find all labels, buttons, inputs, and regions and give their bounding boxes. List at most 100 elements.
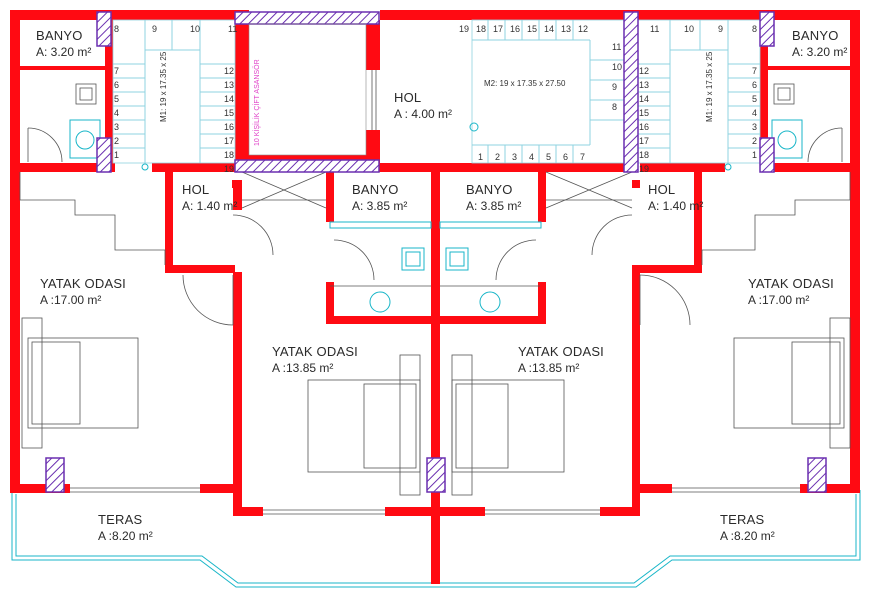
doors — [27, 127, 843, 326]
step-number-right-top: 10 — [684, 24, 694, 34]
room-name-yatak-left: YATAK ODASI — [40, 276, 126, 291]
step-number-right-left: 13 — [639, 80, 649, 90]
room-area-yatak-left: A :17.00 m² — [40, 293, 101, 307]
step-number-left-top: 9 — [152, 24, 157, 34]
step-number-mid-bottom: 7 — [580, 152, 585, 162]
step-number-right-side: 4 — [752, 108, 757, 118]
step-number-left-right: 19 — [224, 164, 234, 174]
step-number-left-right: 12 — [224, 66, 234, 76]
room-name-yatak-mid-left: YATAK ODASI — [272, 344, 358, 359]
step-number-right-side: 5 — [752, 94, 757, 104]
step-number-mid-top: 12 — [578, 24, 588, 34]
room-area-banyo-mid-left: A: 3.85 m² — [352, 199, 407, 213]
step-number-right-left: 17 — [639, 136, 649, 146]
step-number-left-right: 18 — [224, 150, 234, 160]
room-area-hol-left: A: 1.40 m² — [182, 199, 237, 213]
room-name-banyo-left: BANYO — [36, 28, 83, 43]
step-number-mid-bottom: 4 — [529, 152, 534, 162]
room-area-yatak-mid-left: A :13.85 m² — [272, 361, 333, 375]
room-area-banyo-mid-right: A: 3.85 m² — [466, 199, 521, 213]
room-area-yatak-right: A :17.00 m² — [748, 293, 809, 307]
step-number-right-side: 6 — [752, 80, 757, 90]
beds — [21, 317, 851, 496]
step-number-right-side: 2 — [752, 136, 757, 146]
step-number-mid-bottom: 6 — [563, 152, 568, 162]
stair-label-m2: M2: 19 x 17.35 x 27.50 — [484, 79, 566, 88]
columns — [45, 11, 827, 493]
room-name-teras-right: TERAS — [720, 512, 764, 527]
room-area-teras-right: A :8.20 m² — [720, 529, 775, 543]
stairs-left — [112, 19, 236, 171]
step-number-right-left: 15 — [639, 108, 649, 118]
room-name-banyo-mid-left: BANYO — [352, 182, 399, 197]
step-number-mid-side: 11 — [612, 42, 621, 52]
walls — [10, 10, 860, 584]
room-name-yatak-mid-right: YATAK ODASI — [518, 344, 604, 359]
step-number-left-side: 1 — [114, 150, 119, 160]
step-number-mid-top: 19 — [459, 24, 469, 34]
step-number-right-side: 3 — [752, 122, 757, 132]
step-number-left-right: 15 — [224, 108, 234, 118]
step-number-left-top: 11 — [228, 24, 237, 34]
step-number-left-side: 4 — [114, 108, 119, 118]
step-number-left-right: 13 — [224, 80, 234, 90]
step-number-mid-top: 17 — [493, 24, 503, 34]
step-number-mid-top: 16 — [510, 24, 520, 34]
room-name-banyo-mid-right: BANYO — [466, 182, 513, 197]
step-number-right-top: 9 — [718, 24, 723, 34]
step-number-mid-bottom: 5 — [546, 152, 551, 162]
stairs-middle — [469, 19, 625, 164]
step-number-left-side: 3 — [114, 122, 119, 132]
step-number-right-left: 12 — [639, 66, 649, 76]
step-number-left-right: 17 — [224, 136, 234, 146]
room-area-hol-top: A : 4.00 m² — [394, 107, 452, 121]
step-number-right-top: 8 — [752, 24, 757, 34]
step-number-left-top: 10 — [190, 24, 200, 34]
room-labels: BANYO A: 3.20 m² BANYO A: 3.20 m² HOL A … — [36, 28, 847, 543]
step-number-right-left: 19 — [639, 164, 649, 174]
room-name-yatak-right: YATAK ODASI — [748, 276, 834, 291]
step-number-mid-bottom: 2 — [495, 152, 500, 162]
step-number-mid-side: 10 — [612, 62, 622, 72]
step-number-left-side: 6 — [114, 80, 119, 90]
elevator-label: 10 KİŞİLİK ÇİFT ASANSÖR — [252, 59, 261, 146]
stair-label-m1-left: M1: 19 x 17.35 x 25 — [159, 51, 168, 122]
step-number-left-top: 8 — [114, 24, 119, 34]
step-number-left-side: 5 — [114, 94, 119, 104]
room-area-banyo-right: A: 3.20 m² — [792, 45, 847, 59]
room-name-teras-left: TERAS — [98, 512, 142, 527]
step-number-mid-side: 9 — [612, 82, 617, 92]
step-number-mid-top: 14 — [544, 24, 554, 34]
step-number-left-side: 7 — [114, 66, 119, 76]
step-number-mid-top: 13 — [561, 24, 571, 34]
room-name-hol-right: HOL — [648, 182, 675, 197]
step-number-mid-top: 15 — [527, 24, 537, 34]
room-area-yatak-mid-right: A :13.85 m² — [518, 361, 579, 375]
step-number-mid-bottom: 3 — [512, 152, 517, 162]
elevator-shaft — [248, 23, 367, 156]
step-number-left-side: 2 — [114, 136, 119, 146]
step-number-right-left: 18 — [639, 150, 649, 160]
room-area-banyo-left: A: 3.20 m² — [36, 45, 91, 59]
stairs-right — [635, 19, 761, 171]
step-number-mid-bottom: 1 — [478, 152, 483, 162]
thin-lines — [19, 70, 851, 515]
room-name-hol-left: HOL — [182, 182, 209, 197]
step-number-mid-top: 18 — [476, 24, 486, 34]
step-number-right-left: 16 — [639, 122, 649, 132]
step-number-right-side: 7 — [752, 66, 757, 76]
step-number-mid-side: 8 — [612, 102, 617, 112]
room-area-hol-right: A: 1.40 m² — [648, 199, 703, 213]
room-name-banyo-right: BANYO — [792, 28, 839, 43]
room-area-teras-left: A :8.20 m² — [98, 529, 153, 543]
stair-labels: M1: 19 x 17.35 x 25 M1: 19 x 17.35 x 25 … — [159, 51, 714, 146]
step-number-right-left: 14 — [639, 94, 649, 104]
step-number-left-right: 14 — [224, 94, 234, 104]
stair-label-m1-right: M1: 19 x 17.35 x 25 — [705, 51, 714, 122]
step-number-right-side: 1 — [752, 150, 757, 160]
step-number-left-right: 16 — [224, 122, 234, 132]
room-name-hol-top: HOL — [394, 90, 421, 105]
step-number-right-top: 11 — [650, 24, 659, 34]
